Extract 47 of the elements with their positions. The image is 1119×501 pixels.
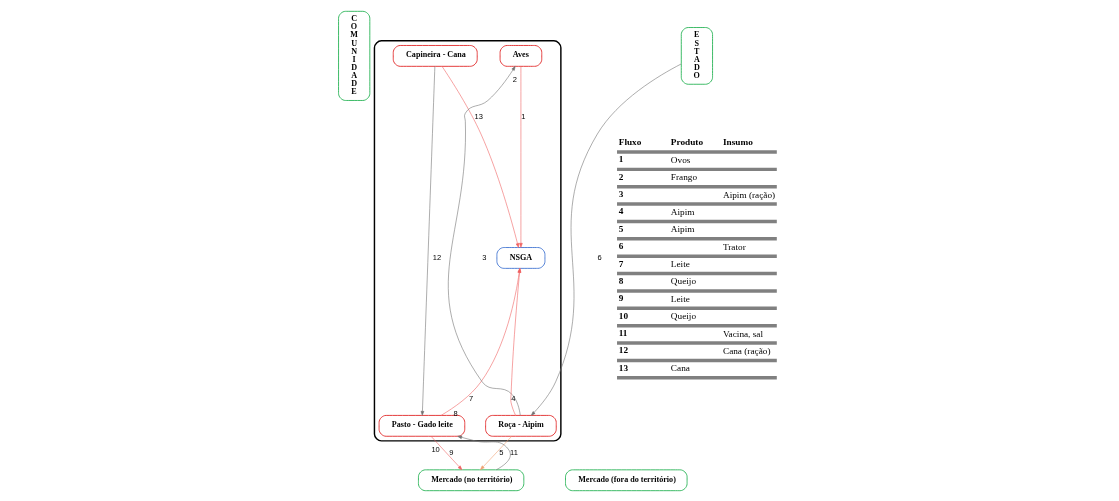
arrow <box>447 65 521 416</box>
label: Fluxo <box>618 136 641 147</box>
label: 12 <box>618 344 628 355</box>
arrow <box>430 435 462 470</box>
arrow <box>441 65 519 248</box>
label: Trator <box>722 241 746 252</box>
arrow <box>530 63 681 416</box>
label: Aipim (ração) <box>722 189 775 200</box>
label: Frango <box>670 171 697 182</box>
label: 11 <box>618 327 628 338</box>
arrow <box>456 435 511 470</box>
arrow <box>420 65 435 416</box>
label: Insumo <box>722 136 753 147</box>
node-box: NSGA <box>495 246 545 269</box>
arrow <box>479 435 512 470</box>
node-box: Mercado (no território) <box>417 468 524 491</box>
label: Ovos <box>670 154 690 165</box>
label: 7 <box>618 258 623 269</box>
arrow <box>509 267 521 415</box>
label: Queijo <box>670 275 696 286</box>
label: 6 <box>618 240 623 251</box>
node-box: COMUNIDADE <box>337 10 370 101</box>
label: Aipim <box>670 206 695 217</box>
label: Vacina, sal <box>722 328 763 339</box>
label: Queijo <box>670 310 696 321</box>
node-box: Aves <box>499 44 542 67</box>
label: 10 <box>618 310 628 321</box>
arrow <box>518 65 523 248</box>
label: 5 <box>618 223 623 234</box>
label: 1 <box>618 153 623 164</box>
node-box: Roça - Aipim <box>484 414 557 437</box>
label: Leite <box>670 258 690 269</box>
label: Cana (ração) <box>722 345 770 356</box>
label: 13 <box>618 362 628 373</box>
label: 2 <box>618 171 623 182</box>
label: 8 <box>618 275 623 286</box>
label: 3 <box>618 188 623 199</box>
node-box: Capineira - Cana <box>392 44 478 67</box>
arrow <box>440 267 521 416</box>
label: Produto <box>670 136 703 147</box>
node-box: Mercado (fora do território) <box>564 468 687 491</box>
node-box: ESTADO <box>680 26 713 85</box>
label: 9 <box>618 292 623 303</box>
label: Leite <box>670 293 690 304</box>
label: Aipim <box>670 223 695 234</box>
label: Cana <box>670 362 690 373</box>
label: 4 <box>618 205 623 216</box>
